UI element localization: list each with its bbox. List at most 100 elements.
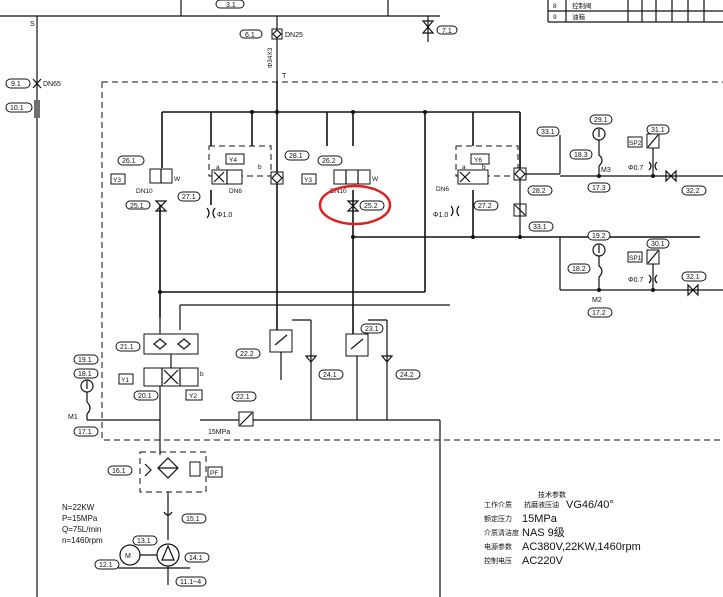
valve-group-y6: Y6 a b DN6 <box>436 145 519 193</box>
spec-key2: 抗磨液压油 <box>524 500 559 509</box>
tag-20-1: 20.1 <box>138 393 152 400</box>
table-row-name: 控制阀 <box>572 1 592 10</box>
spec-key: 介质清洁度 <box>484 528 519 537</box>
gauge-m3-label: M3 <box>601 167 611 174</box>
motor-pump: 13.1 M 14.1 12.1 11.1~4 <box>94 535 210 587</box>
spec-key: 工作介质 <box>484 500 512 509</box>
tag-18-3: 18.3 <box>574 152 588 159</box>
relief-valve-22-1: 22.1 15MPa <box>200 391 440 436</box>
dn10-label: DN10 <box>330 188 347 195</box>
highlight-ellipse <box>318 184 392 226</box>
technical-specs: 技术参数 工作介质 抗磨液压油 VG46/40° 额定压力 15MPa 介质清洁… <box>484 490 641 567</box>
tag-25-1: 25.1 <box>130 203 144 210</box>
parts-table: 8 控制阀 9 油箱 <box>547 0 723 23</box>
tag-17-3: 17.3 <box>592 185 606 192</box>
tag-22-1: 22.1 <box>236 394 250 401</box>
orifice-phi1-left: Φ1.0 <box>217 212 232 219</box>
filter-16-1: 16.1 PF <box>107 451 223 540</box>
tag-12-1: 12.1 <box>99 562 113 569</box>
tag-17-2: 17.2 <box>592 310 606 317</box>
tag-17-1: 17.1 <box>78 429 92 436</box>
tag-9-1: 9.1 <box>11 81 21 88</box>
spec-value: AC220V <box>522 555 564 567</box>
orifice-phi07-bottom: Φ0.7 <box>628 277 643 284</box>
suction-label: S <box>30 21 35 28</box>
tag-6-1: 6.1 <box>245 32 255 39</box>
pipe-size-label: Φ34X3 <box>267 47 274 68</box>
tag-13-1: 13.1 <box>137 538 151 545</box>
solenoid-y2-label: Y2 <box>189 393 197 400</box>
tag-24-1: 24.1 <box>323 372 337 379</box>
spec-key: 控制电压 <box>484 556 512 565</box>
motor-flow: Q=75L/min <box>62 525 101 534</box>
tag-22-2: 22.2 <box>240 351 254 358</box>
spec-key: 额定压力 <box>484 514 512 523</box>
tag-23-1: 23.1 <box>365 326 379 333</box>
tag-28-2: 28.2 <box>532 188 546 195</box>
gauge-m1: 19.1 18.1 M1 17.1 <box>68 354 160 437</box>
tag-32-2: 32.2 <box>686 188 700 195</box>
relief-valve-22-2: 22.2 24.1 <box>235 319 344 420</box>
tag-25-2: 25.2 <box>364 203 378 210</box>
motor-pressure: P=15MPa <box>62 514 98 523</box>
tag-29-1: 29.1 <box>594 117 608 124</box>
spec-value: 15MPa <box>522 513 558 525</box>
orifice-phi07-top: Φ0.7 <box>628 165 643 172</box>
port-a-label: a <box>462 164 466 171</box>
port-b-label: b <box>482 164 486 171</box>
solenoid-y1-label: Y1 <box>121 377 129 384</box>
tag-19-1: 19.1 <box>78 357 92 364</box>
tag-10-1: 10.1 <box>10 105 24 112</box>
tag-16-1: 16.1 <box>112 468 126 475</box>
tag-30-1: 30.1 <box>651 241 665 248</box>
port-b-label: b <box>258 164 262 171</box>
dn10-label: DN10 <box>136 188 153 195</box>
spec-value: AC380V,22KW,1460rpm <box>522 541 641 553</box>
tag-18-1: 18.1 <box>78 371 92 378</box>
gauge-m2-label: M2 <box>592 297 602 304</box>
valve-group-y3-left: 26.1 Y3 W DN10 25.1 <box>110 155 181 212</box>
table-row-name: 油箱 <box>572 12 586 21</box>
tag-28-1: 28.1 <box>289 153 303 160</box>
filter-pf-label: PF <box>210 470 218 477</box>
spec-value: NAS 9级 <box>522 526 565 539</box>
tank-return-label: T <box>282 73 287 80</box>
tag-26-2: 26.2 <box>322 158 336 165</box>
dn6-label: DN6 <box>229 188 242 195</box>
valve-group-y3-right: 26.2 Y3 W DN10 25.2 <box>301 155 392 226</box>
port-a-label: a <box>216 164 220 171</box>
tag-21-1: 21.1 <box>120 344 134 351</box>
tag-32-1: 32.1 <box>686 274 700 281</box>
relief-valve-23-1: 23.1 24.2 <box>345 319 421 420</box>
specs-heading: 技术参数 <box>538 490 566 499</box>
spec-value: VG46/40° <box>566 499 614 511</box>
tag-27-2: 27.2 <box>478 203 492 210</box>
tag-14-1: 14.1 <box>189 555 203 562</box>
branch-m2: 19.2 18.2 M2 17.2 SP1 30.1 Φ0.7 32.1 <box>559 230 723 318</box>
shuttle-valve-21-1: 21.1 <box>115 318 199 355</box>
solenoid-y3-label: Y3 <box>113 177 121 184</box>
motor-parameters: N=22KW P=15MPa Q=75L/min n=1460rpm <box>62 503 103 545</box>
tag-15-1: 15.1 <box>186 516 200 523</box>
valve-group-y4: Y4 a b DN6 <box>208 145 272 195</box>
dn65-label: DN65 <box>43 81 61 88</box>
directional-valve-20-1: Y1 b Y2 20.1 <box>118 354 204 455</box>
tag-31-1: 31.1 <box>651 127 665 134</box>
motor-power: N=22KW <box>62 503 95 512</box>
pressure-setting-label: 15MPa <box>208 429 230 436</box>
motor-speed: n=1460rpm <box>62 536 103 545</box>
tag-24-2: 24.2 <box>400 372 414 379</box>
spec-key: 电源参数 <box>484 542 512 551</box>
tag-3-1: 3.1 <box>226 2 236 9</box>
tag-27-1: 27.1 <box>182 194 196 201</box>
dn6-label: DN6 <box>436 186 449 193</box>
gauge-m1-label: M1 <box>68 414 78 421</box>
tag-11-1: 11.1~4 <box>180 579 201 586</box>
pressure-switch-sp1: SP1 <box>629 255 642 262</box>
tag-26-1: 26.1 <box>122 158 136 165</box>
table-row-no: 8 <box>553 3 557 10</box>
solenoid-y4-label: Y4 <box>229 157 237 164</box>
dn25-label: DN25 <box>285 32 303 39</box>
spring-label: W <box>174 176 181 183</box>
